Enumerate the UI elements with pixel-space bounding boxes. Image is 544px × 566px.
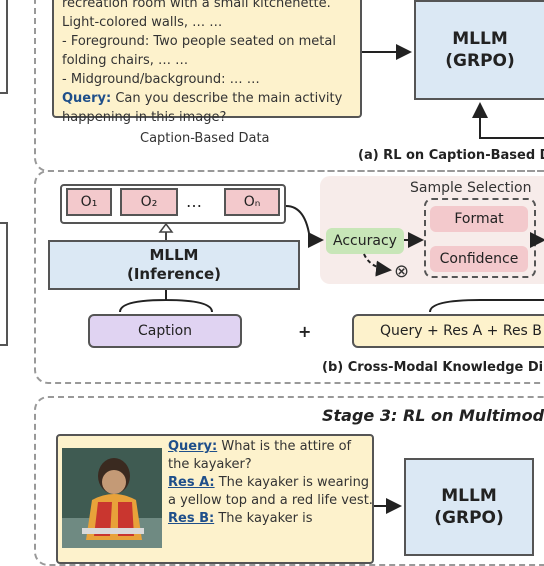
stage3-res-a-label: Res A: [168,475,215,490]
output-ellipsis: … [186,192,202,211]
query-res-pill: Query + Res A + Res B [352,314,544,348]
model-mode: (GRPO) [445,51,515,71]
connectors [119,44,544,514]
panel-b-title: (b) Cross-Modal Knowledge Di [322,360,544,375]
model-name: MLLM [149,246,199,264]
stage3-res-b-label: Res B: [168,511,215,526]
sample-selection-label: Sample Selection [410,180,532,196]
stage3-text: Query: What is the attire of the kayaker… [168,438,374,528]
mllm-inference-box: MLLM (Inference) [48,240,300,290]
caption-data-box: recreation room with a small kitchenette… [52,0,362,125]
stage3-query-label: Query: [168,439,218,454]
panel-a-title: (a) RL on Caption-Based D [358,148,544,163]
panel-b-frame [34,170,544,384]
arrow-loop-a [472,102,544,139]
query-text: Can you describe the main activity happe… [62,91,343,125]
output-box-1: O₁ [66,188,112,216]
confidence-pill: Confidence [430,246,528,272]
query-label: Query: [62,91,112,106]
outputs-container [60,184,286,224]
output-box-2: O₂ [120,188,178,216]
caption-line: - Foreground: Two people seated on metal [62,34,336,49]
stage3-res-b: Res B: The kayaker is [168,510,374,528]
brace-inputs [119,290,213,313]
caption-data-label: Caption-Based Data [140,131,270,146]
caption-line: folding chairs, … … [62,53,189,68]
brace-right [429,299,544,313]
stage3-query: Query: What is the attire of the kayaker… [168,438,374,474]
model-name: MLLM [452,29,508,49]
caption-pill: Caption [88,314,242,348]
caption-query: Query: Can you describe the main activit… [62,89,352,127]
kayaker-image [62,448,162,548]
model-mode: (Inference) [127,265,221,283]
stage3-title: Stage 3: RL on Multimod [322,406,544,425]
accuracy-pill: Accuracy [326,228,404,254]
arrow-outputs-to-accuracy [285,205,324,248]
stage3-res-a-text: The kayaker is wearing a yellow top and … [168,475,373,508]
query-res-text: Query + Res A + Res B [380,323,542,339]
caption-line: recreation room with a small kitchenette… [62,0,331,11]
caption-line: Light-colored walls, … … [62,15,223,30]
reject-icon: ⊗ [394,261,410,282]
stage3-res-a: Res A: The kayaker is wearing a yellow t… [168,474,374,510]
left-edge-box-top [0,0,8,94]
left-edge-box-mid [0,222,8,346]
stage3-query-text: What is the attire of the kayaker? [168,439,352,472]
arrow-inference-head [158,222,174,233]
output-box-n: Oₙ [224,188,280,216]
model-name: MLLM [441,486,497,506]
plus-sign: + [298,322,312,341]
model-mode: (GRPO) [434,508,504,528]
mllm-grpo-box-a: MLLM (GRPO) [414,0,544,100]
stage3-res-b-text: The kayaker is [214,511,313,526]
mllm-grpo-box-stage3: MLLM (GRPO) [404,458,534,556]
format-pill: Format [430,206,528,232]
caption-line: - Midground/background: … … [62,72,260,87]
arrow-accuracy-to-reject [363,253,392,277]
